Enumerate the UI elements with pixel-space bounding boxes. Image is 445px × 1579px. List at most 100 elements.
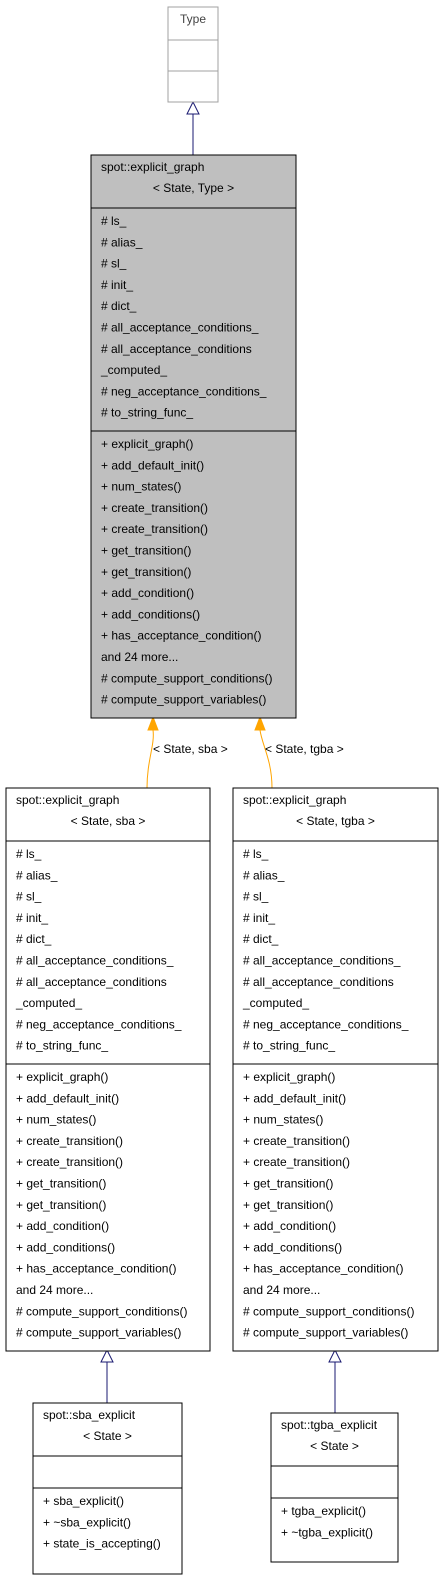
method-item: + explicit_graph() (243, 1070, 335, 1084)
method-item: and 24 more... (16, 1283, 93, 1297)
class-node-tgba-explicit[interactable]: spot::tgba_explicit< State >+ tgba_expli… (270, 1412, 399, 1563)
method-item: + create_transition() (16, 1134, 123, 1148)
attribute-item: # ls_ (16, 847, 42, 861)
attribute-item: # to_string_func_ (16, 1039, 108, 1053)
template-edge-sba (146, 715, 159, 789)
method-item: + get_transition() (101, 544, 191, 558)
attribute-item: # ls_ (243, 847, 269, 861)
class-node-type[interactable]: Type (167, 6, 219, 103)
method-item: + explicit_graph() (101, 437, 193, 451)
class-node-explicit-graph[interactable]: spot::explicit_graph< State, Type ># ls_… (90, 154, 297, 719)
attribute-item: # all_acceptance_conditions_ (243, 954, 401, 968)
method-item: + get_transition() (243, 1177, 333, 1191)
method-item: + get_transition() (101, 565, 191, 579)
attribute-item: # all_acceptance_conditions_ (16, 954, 174, 968)
attribute-item: # dict_ (16, 932, 52, 946)
edge-label-tgba: < State, tgba > (265, 742, 344, 756)
method-item: and 24 more... (243, 1283, 320, 1297)
class-title: Type (180, 12, 206, 26)
class-title: spot::explicit_graph (101, 160, 204, 174)
attribute-item: # to_string_func_ (101, 406, 193, 420)
method-item: # compute_support_variables() (101, 693, 266, 707)
method-item: + ~sba_explicit() (43, 1515, 131, 1529)
class-node-explicit-graph-sba[interactable]: spot::explicit_graph< State, sba ># ls_#… (5, 787, 211, 1352)
method-item: + ~tgba_explicit() (281, 1525, 373, 1539)
attribute-item: # all_acceptance_conditions (101, 342, 252, 356)
method-item: # compute_support_variables() (16, 1326, 181, 1340)
class-box (232, 787, 439, 1352)
method-item: + get_transition() (243, 1198, 333, 1212)
method-item: # compute_support_variables() (243, 1326, 408, 1340)
method-item: + create_transition() (101, 522, 208, 536)
method-item: + num_states() (16, 1113, 96, 1127)
method-item: + get_transition() (16, 1198, 106, 1212)
class-template-args: < State > (83, 1429, 132, 1443)
class-template-args: < State > (310, 1439, 359, 1453)
method-item: + add_conditions() (243, 1240, 342, 1254)
class-box (270, 1412, 399, 1563)
method-item: + has_acceptance_condition() (101, 629, 261, 643)
attribute-item: # all_acceptance_conditions_ (101, 321, 259, 335)
class-template-args: < State, Type > (153, 181, 234, 195)
class-node-sba-explicit[interactable]: spot::sba_explicit< State >+ sba_explici… (32, 1402, 183, 1575)
method-item: + add_condition() (101, 586, 194, 600)
template-edge-tgba (254, 715, 273, 789)
class-template-args: < State, tgba > (296, 814, 375, 828)
method-item: and 24 more... (101, 650, 178, 664)
method-item: + create_transition() (243, 1155, 350, 1169)
class-node-explicit-graph-tgba[interactable]: spot::explicit_graph< State, tgba ># ls_… (232, 787, 439, 1352)
attribute-item: # sl_ (243, 890, 269, 904)
attribute-item: # all_acceptance_conditions (16, 975, 167, 989)
attribute-item: # to_string_func_ (243, 1039, 335, 1053)
method-item: + sba_explicit() (43, 1494, 124, 1508)
method-item: # compute_support_conditions() (101, 671, 272, 685)
method-item: + tgba_explicit() (281, 1504, 366, 1518)
edge-label-sba: < State, sba > (153, 742, 228, 756)
method-item: + add_condition() (243, 1219, 336, 1233)
attribute-item: # neg_acceptance_conditions_ (243, 1017, 409, 1031)
inheritance-edge-type (186, 100, 200, 155)
attribute-item: # neg_acceptance_conditions_ (16, 1017, 182, 1031)
attribute-item: # dict_ (101, 299, 137, 313)
method-item: + state_is_accepting() (43, 1537, 161, 1551)
inheritance-edges: < State, sba > < State, tgba > (100, 100, 344, 1413)
inheritance-edge-sba-explicit (100, 1348, 114, 1403)
attribute-item: # alias_ (243, 868, 285, 882)
attribute-item: # sl_ (101, 257, 127, 271)
method-item: + create_transition() (243, 1134, 350, 1148)
class-box (90, 154, 297, 719)
attribute-item: _computed_ (100, 363, 167, 377)
attribute-item: # init_ (16, 911, 48, 925)
method-item: + has_acceptance_condition() (243, 1262, 403, 1276)
class-box (5, 787, 211, 1352)
method-item: + num_states() (243, 1113, 323, 1127)
method-item: + add_default_init() (101, 458, 204, 472)
attribute-item: # dict_ (243, 932, 279, 946)
attribute-item: # sl_ (16, 890, 42, 904)
method-item: + add_default_init() (243, 1091, 346, 1105)
class-title: spot::explicit_graph (243, 793, 346, 807)
method-item: + create_transition() (16, 1155, 123, 1169)
method-item: # compute_support_conditions() (16, 1304, 187, 1318)
attribute-item: # init_ (243, 911, 275, 925)
method-item: # compute_support_conditions() (243, 1304, 414, 1318)
class-title: spot::sba_explicit (43, 1408, 136, 1422)
method-item: + has_acceptance_condition() (16, 1262, 176, 1276)
attribute-item: # alias_ (101, 235, 143, 249)
attribute-item: # init_ (101, 278, 133, 292)
method-item: + add_default_init() (16, 1091, 119, 1105)
attribute-item: _computed_ (242, 996, 309, 1010)
attribute-item: _computed_ (15, 996, 82, 1010)
method-item: + add_conditions() (101, 607, 200, 621)
attribute-item: # alias_ (16, 868, 58, 882)
class-title: spot::tgba_explicit (281, 1418, 378, 1432)
method-item: + num_states() (101, 480, 181, 494)
attribute-item: # ls_ (101, 214, 127, 228)
edge-labels: < State, sba > < State, tgba > (153, 742, 344, 756)
class-title: spot::explicit_graph (16, 793, 119, 807)
method-item: + add_conditions() (16, 1240, 115, 1254)
attribute-item: # all_acceptance_conditions (243, 975, 394, 989)
attribute-item: # neg_acceptance_conditions_ (101, 384, 267, 398)
class-template-args: < State, sba > (71, 814, 146, 828)
